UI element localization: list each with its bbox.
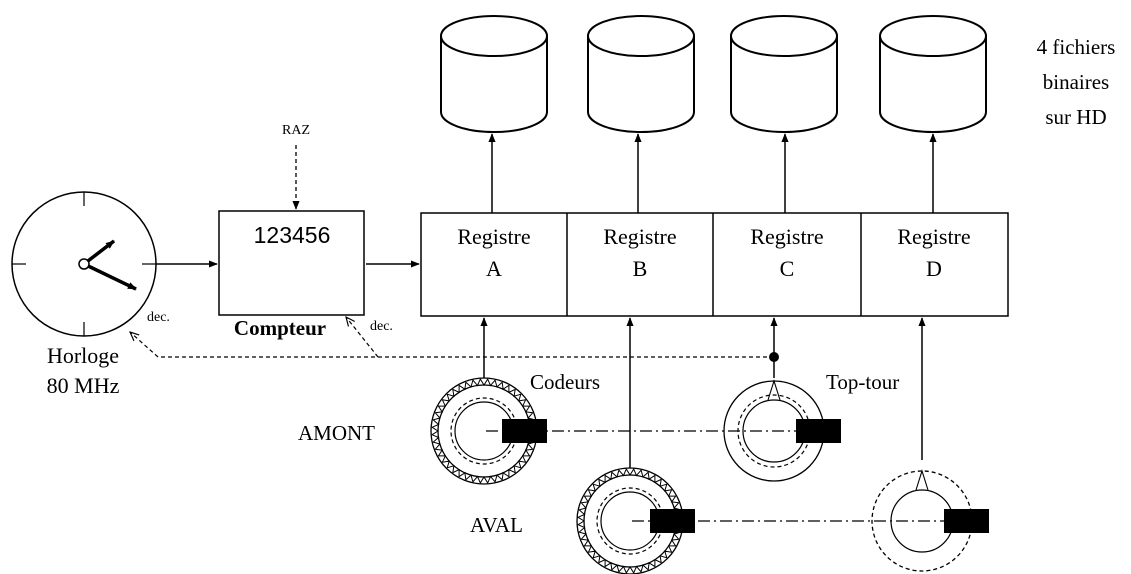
files-label-line3: sur HD: [1045, 105, 1106, 129]
encoders-label: Codeurs: [530, 370, 600, 394]
dec-line-to-counter: [346, 317, 379, 358]
register-c-letter: C: [780, 256, 795, 281]
register-c-label: Registre: [750, 224, 823, 249]
register-d-label: Registre: [897, 224, 970, 249]
gear-teeth: [431, 378, 537, 484]
top-tour-label: Top-tour: [826, 370, 899, 394]
aval-encoder-wheel: [576, 467, 684, 574]
amont-top-tour-sensor: [796, 419, 841, 443]
dec-line-to-clock: [130, 332, 774, 358]
storage-cylinder-a: [440, 15, 548, 133]
clock-label-line1: Horloge: [47, 343, 119, 368]
gear-teeth: [577, 468, 683, 574]
register-d-letter: D: [926, 256, 942, 281]
aval-top-tour-sensor: [944, 509, 989, 533]
clock-label-line2: 80 MHz: [47, 373, 120, 398]
amont-encoder-sensor: [502, 419, 547, 443]
dec-label-clock: dec.: [147, 310, 170, 325]
counter-value: 123456: [254, 222, 331, 248]
counter-box: [218, 210, 365, 316]
aval-encoder-teeth: [577, 468, 683, 574]
counter-label: Compteur: [234, 316, 326, 340]
register-a-label: Registre: [457, 224, 530, 249]
storage-cylinder-d: [879, 15, 987, 133]
amont-encoder-teeth: [431, 378, 537, 484]
aval-label: AVAL: [470, 513, 523, 537]
aval-encoder-sensor: [650, 509, 695, 533]
raz-label: RAZ: [282, 123, 310, 138]
register-b-label: Registre: [603, 224, 676, 249]
dec-label-counter: dec.: [370, 319, 393, 334]
amont-label: AMONT: [298, 421, 375, 445]
register-block: [420, 212, 1009, 317]
register-a-letter: A: [486, 256, 502, 281]
files-label-line2: binaires: [1043, 70, 1109, 94]
register-b-letter: B: [633, 256, 648, 281]
files-label-line1: 4 fichiers: [1037, 35, 1116, 59]
clock-icon: [11, 191, 157, 337]
storage-cylinder-b: [587, 15, 695, 133]
storage-cylinder-c: [730, 15, 838, 133]
